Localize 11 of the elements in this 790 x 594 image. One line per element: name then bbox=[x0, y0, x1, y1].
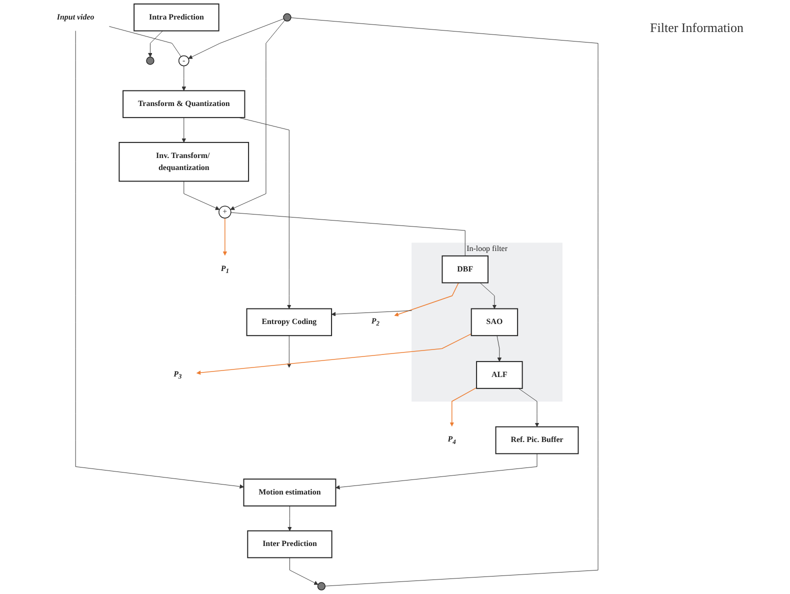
arrow bbox=[336, 453, 538, 490]
arrow bbox=[394, 282, 459, 316]
node-circle bbox=[146, 56, 154, 65]
node-circle bbox=[283, 13, 292, 22]
arrow bbox=[222, 218, 228, 256]
note-text: Filter Information bbox=[650, 20, 745, 36]
connector bbox=[230, 212, 466, 256]
arrow bbox=[450, 387, 477, 426]
node-circle bbox=[317, 582, 326, 590]
connector bbox=[290, 17, 598, 586]
arrow bbox=[182, 117, 186, 143]
